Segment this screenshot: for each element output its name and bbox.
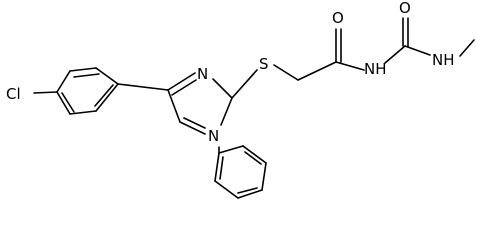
bond-ring-cl [33,91,58,94]
methyl-nh-label: NH [432,51,455,69]
molecule-structure: Cl S O O NH NH N N [6,0,475,199]
acyl-chain [231,17,475,99]
imidazole-n3-label: N [197,65,208,83]
urea-oxygen-label: O [399,0,411,17]
imidazole-n1-label: N [208,127,219,145]
sulfur-label: S [259,55,269,73]
chlorine-label: Cl [6,85,21,103]
imide-nh-label: NH [364,60,387,78]
n-phenyl-ring [214,145,267,199]
amide-oxygen-label: O [332,9,344,27]
imidazole-ring [117,72,233,135]
chlorophenyl-ring [56,67,119,115]
atom-labels: Cl S O O NH NH N N [6,0,455,145]
